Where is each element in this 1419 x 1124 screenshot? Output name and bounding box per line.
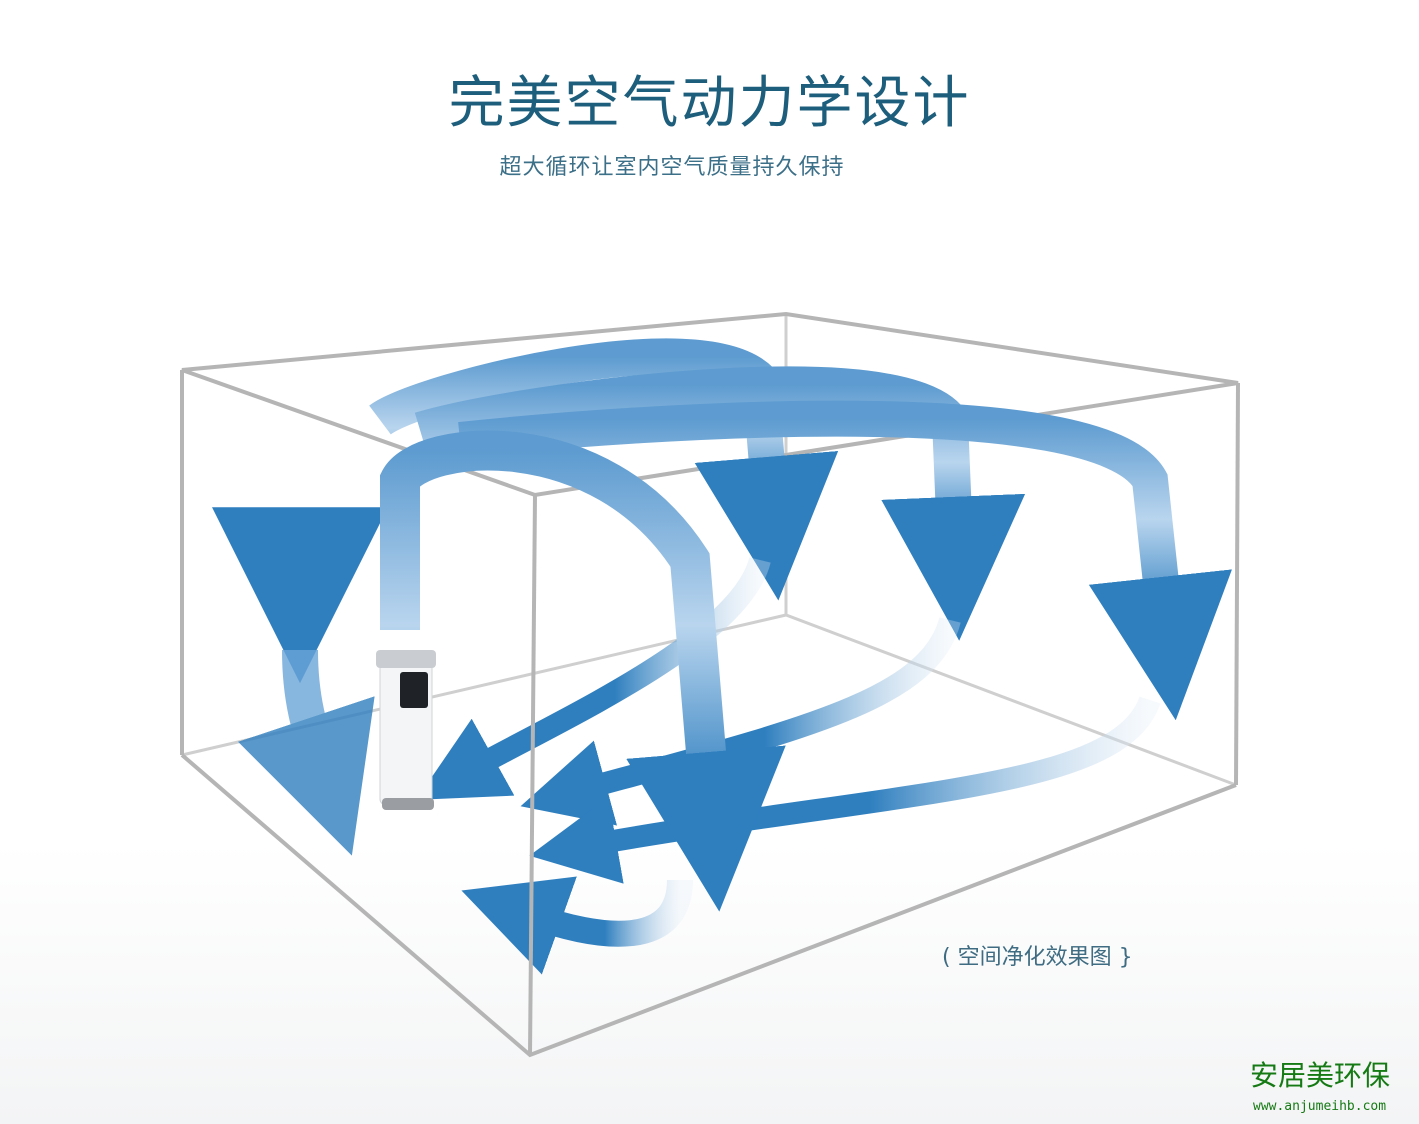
airflow-arrow (238, 649, 375, 856)
airflow-arrow (369, 338, 839, 601)
watermark-url: www.anjumeihb.com (1253, 1099, 1387, 1114)
page-title: 完美空气动力学设计 (448, 71, 971, 136)
airflow-arrow (380, 430, 786, 912)
airflow-arrow (458, 400, 1232, 721)
watermark-logo: 安居美环保 (1250, 1059, 1391, 1092)
airflow-arrow (416, 556, 771, 800)
airflow-arrow (461, 876, 693, 975)
airflow-arrow (414, 366, 1026, 641)
diagram-caption: ( 空间净化效果图 } (942, 945, 1133, 970)
page-subtitle: 超大循环让室内空气质量持久保持 (499, 155, 845, 180)
airflow-arrows (212, 338, 1232, 975)
air-purifier-image (376, 650, 436, 810)
airflow-arrow (520, 616, 961, 826)
